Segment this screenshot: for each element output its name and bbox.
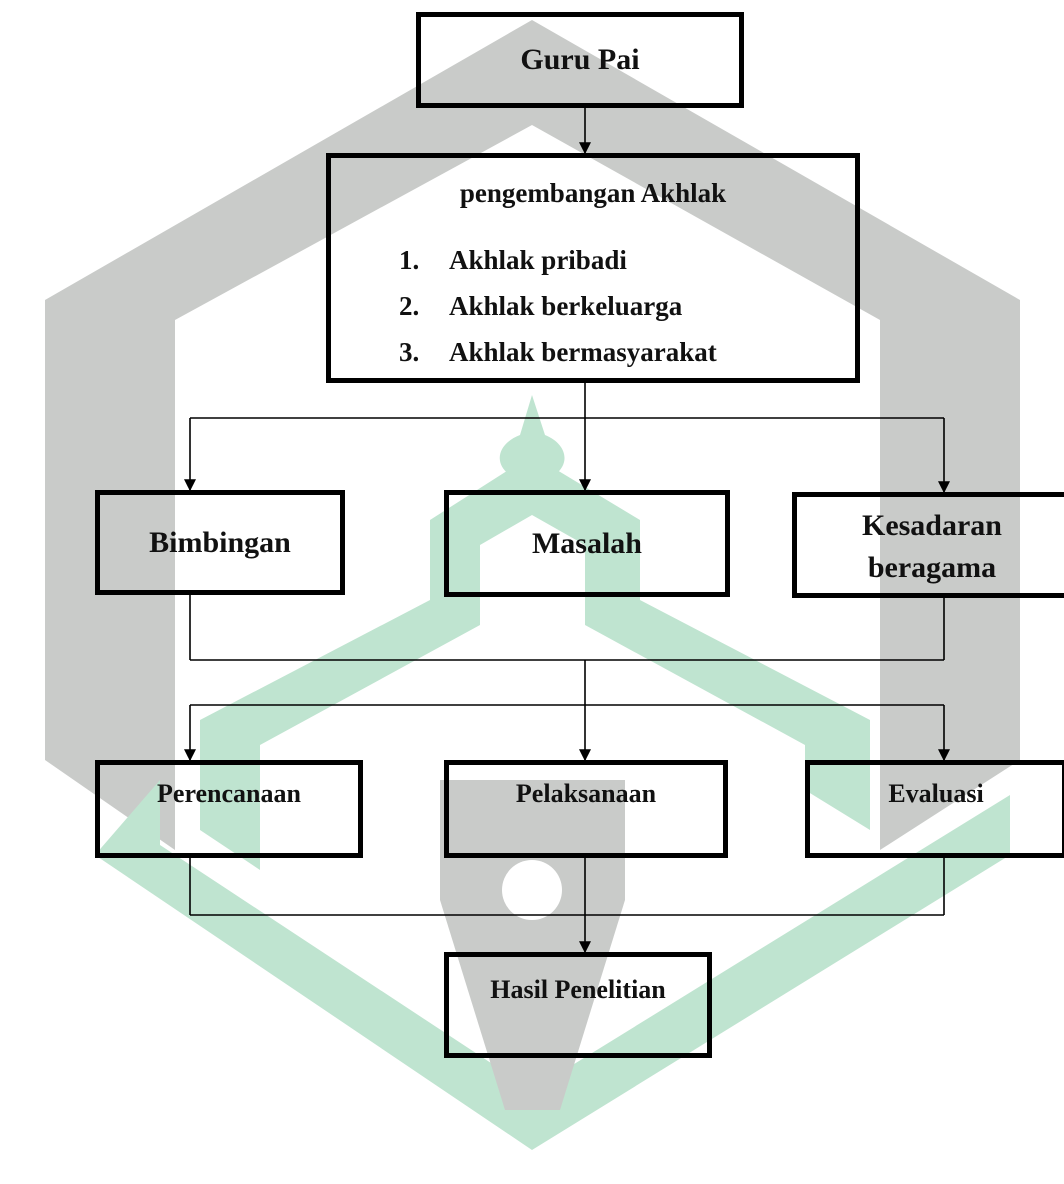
evaluasi-box: Evaluasi xyxy=(805,760,1064,858)
kesadaran-label-line1: Kesadaran xyxy=(861,509,1002,542)
akhlak-list: 1. Akhlak pribadi 2. Akhlak berkeluarga 3.… xyxy=(399,237,855,375)
akhlak-item-number: 1. xyxy=(399,245,420,275)
akhlak-item-label: Akhlak berkeluarga xyxy=(449,291,683,321)
perencanaan-box: Perencanaan xyxy=(95,760,363,858)
pelaksanaan-label: Pelaksanaan xyxy=(515,779,657,808)
akhlak-item: 1. Akhlak pribadi xyxy=(399,237,855,283)
akhlak-title: pengembangan Akhlak xyxy=(459,178,727,208)
akhlak-item: 2. Akhlak berkeluarga xyxy=(399,283,855,329)
watermark-green-band xyxy=(95,780,1010,1150)
watermark-nib xyxy=(440,780,625,1110)
bimbingan-box: Bimbingan xyxy=(95,490,345,595)
watermark-gray-band xyxy=(45,20,1020,850)
pengembangan-akhlak-box: pengembangan Akhlak 1. Akhlak pribadi 2. A… xyxy=(326,153,860,383)
akhlak-item-number: 2. xyxy=(399,291,420,321)
akhlak-item-number: 3. xyxy=(399,337,420,367)
guru-pai-label: Guru Pai xyxy=(520,43,640,76)
hasil-penelitian-label: Hasil Penelitian xyxy=(490,975,666,1004)
masalah-box: Masalah xyxy=(444,490,730,597)
watermark-green-inner xyxy=(200,455,870,870)
hasil-penelitian-box: Hasil Penelitian xyxy=(444,952,712,1058)
kesadaran-beragama-box: Kesadaran beragama xyxy=(792,492,1064,598)
guru-pai-box: Guru Pai xyxy=(416,12,744,108)
watermark-nib-hole xyxy=(502,860,562,920)
masalah-label: Masalah xyxy=(531,526,642,560)
watermark-spire xyxy=(499,395,565,500)
evaluasi-label: Evaluasi xyxy=(888,779,984,808)
kesadaran-label-line2: beragama xyxy=(867,551,997,584)
perencanaan-label: Perencanaan xyxy=(157,779,301,808)
pelaksanaan-box: Pelaksanaan xyxy=(444,760,728,858)
akhlak-item-label: Akhlak bermasyarakat xyxy=(449,337,717,367)
bimbingan-label: Bimbingan xyxy=(149,525,291,559)
akhlak-item: 3. Akhlak bermasyarakat xyxy=(399,329,855,375)
akhlak-item-label: Akhlak pribadi xyxy=(449,245,627,275)
